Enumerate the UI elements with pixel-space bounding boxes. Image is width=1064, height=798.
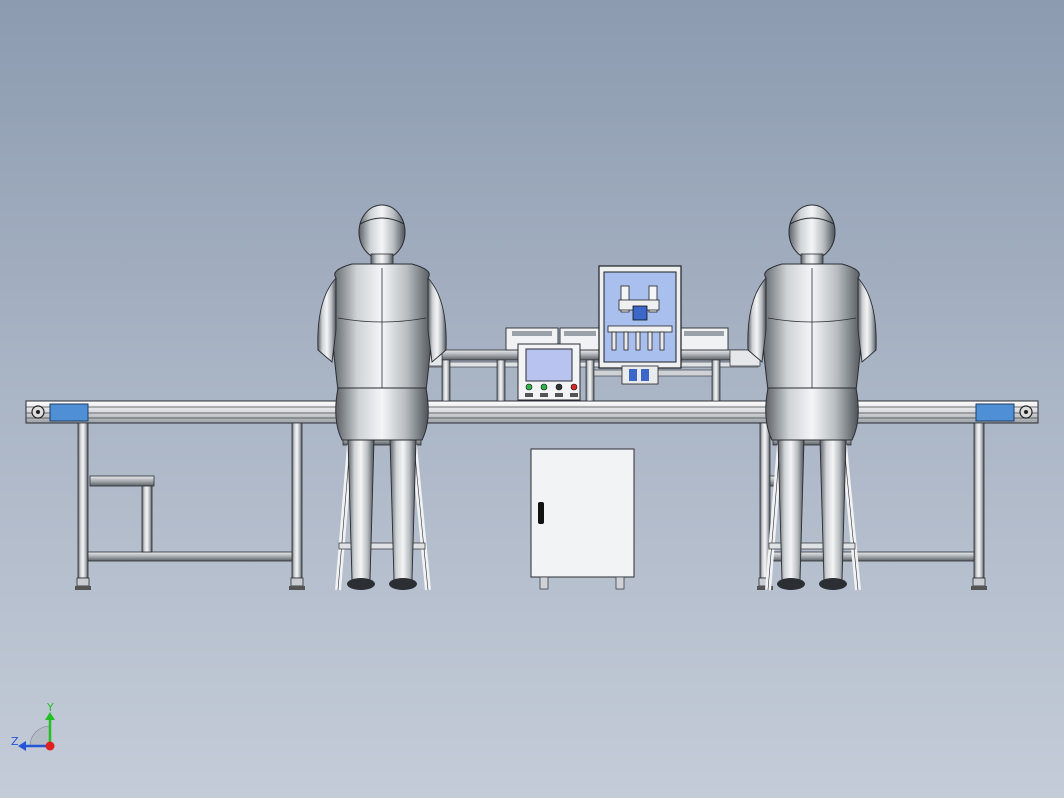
operator-shoe [819,578,847,590]
operator-arm [427,276,447,363]
operator-shoe [777,578,805,590]
gripper-detail [641,369,649,381]
cabinet-foot [539,576,549,590]
pulley-left-hub [36,410,40,414]
conveyor-leg [291,422,303,579]
leveling-foot-pad [75,586,91,590]
operator-seam [337,317,427,323]
controller-box-slot [564,331,596,336]
cabinet-foot [615,576,625,590]
side-stand-leg [141,485,153,553]
operator-left[interactable] [317,204,447,590]
stool-leg-edge [767,444,781,591]
pulley-right-hub [1024,410,1028,414]
stool-leg-edge [413,444,429,591]
hmi-button-plate [570,393,578,397]
camera [632,305,648,321]
conveyor-leg [77,422,89,579]
camera-mount [648,285,658,313]
nozzle [623,331,629,351]
nozzles [611,331,665,351]
triad-x-axis-dot [45,741,55,751]
conveyor-top-rail [25,400,1039,424]
side-stand-top [89,475,155,487]
center-machine[interactable] [427,265,761,590]
operator-head [788,204,836,260]
operator-helmet-line [359,217,405,225]
operator-arm [317,276,337,363]
operator-helmet-line [789,217,835,225]
triad-z-arrow-icon [18,741,26,751]
operator-hips [335,387,429,441]
hmi-buttons [525,383,578,397]
operator-seam [767,317,857,323]
hmi-button[interactable] [540,383,548,391]
hmi-button[interactable] [555,383,563,391]
machine-frame-top [427,349,759,361]
stool-ring [768,542,856,550]
controller-box-slot [512,331,552,336]
triad-z-label: Z [11,735,19,748]
leveling-foot-pad [289,586,305,590]
conveyor-leg [973,422,985,579]
controller-box-slot [684,331,724,336]
stool-leg-edge [843,444,859,591]
operator-leg [819,439,847,581]
operator-arm [857,276,877,363]
operator-head [358,204,406,260]
hmi-button-plate [540,393,548,397]
hmi-button-plate [555,393,563,397]
view-triad[interactable]: Y Z [11,701,55,751]
hmi-button[interactable] [570,383,578,391]
stool-leg-edge [337,444,351,591]
operator-shoe [389,578,417,590]
operator-shoe [347,578,375,590]
operator-leg [777,439,805,581]
operator-arm [747,276,767,363]
lower-beam [87,551,293,562]
leveling-foot [76,577,90,587]
stool-ring [338,542,426,550]
conveyor-end-cap-right [975,403,1015,422]
operator-leg [389,439,417,581]
electrical-cabinet[interactable] [530,448,635,578]
camera-mount [620,285,630,313]
operator-right[interactable] [747,204,877,590]
nozzle [659,331,665,351]
triad-y-arrow-icon [45,712,55,720]
hmi-button-plate [525,393,533,397]
triad-y-label: Y [46,701,54,714]
machine-post [711,359,721,402]
machine-post [496,359,506,402]
leveling-foot-pad [971,586,987,590]
hmi-screen[interactable] [525,348,573,382]
hmi-button[interactable] [525,383,533,391]
machine-post [585,359,595,402]
nozzle [635,331,641,351]
cabinet-handle[interactable] [538,502,544,524]
gripper-detail [629,369,637,381]
nozzle [647,331,653,351]
leveling-foot-pad [757,586,773,590]
operator-hips [765,387,859,441]
machine-post [441,359,451,402]
gripper-block [621,365,659,385]
operator-leg [347,439,375,581]
nozzle-row [607,325,673,333]
nozzle [611,331,617,351]
leveling-foot [290,577,304,587]
leveling-foot [972,577,986,587]
conveyor-end-cap-left [49,403,89,422]
